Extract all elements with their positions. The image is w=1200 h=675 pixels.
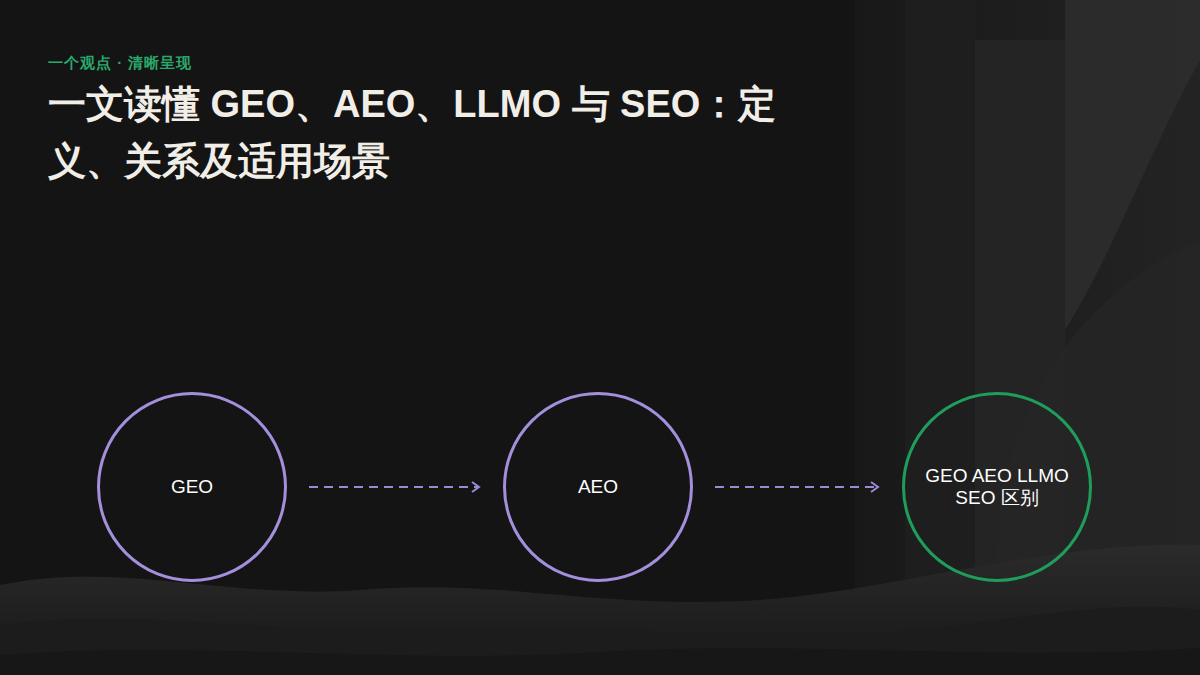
circle-node: AEO: [503, 392, 693, 582]
tagline: 一个观点 · 清晰呈现: [48, 54, 192, 73]
node-label: GEO AEO LLMO SEO 区别: [922, 465, 1072, 509]
dashed-arrow: [309, 486, 479, 488]
dashed-arrow: [715, 486, 878, 488]
node-label: AEO: [578, 476, 618, 498]
circle-node: GEO: [97, 392, 287, 582]
node-label: GEO: [171, 476, 213, 498]
title: 一文读懂 GEO、AEO、LLMO 与 SEO：定义、关系及适用场景: [48, 76, 808, 190]
circle-node: GEO AEO LLMO SEO 区别: [902, 392, 1092, 582]
